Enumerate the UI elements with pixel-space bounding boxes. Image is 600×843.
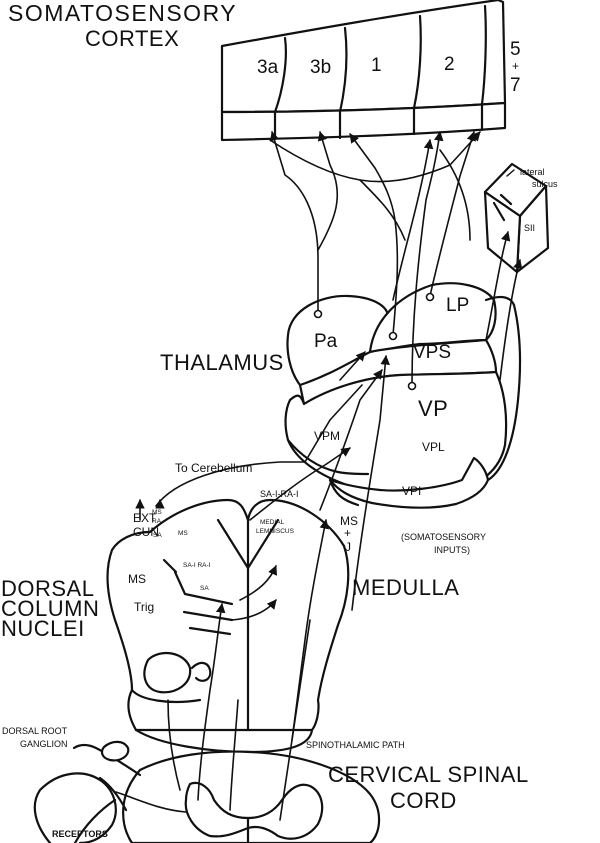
cortex-title-line1: SOMATOSENSORY (8, 2, 237, 25)
inner-sa-label: SA (200, 586, 209, 593)
spinal-cord-shape (35, 742, 379, 843)
cord-title-line2: CORD (390, 790, 457, 812)
medial-lemniscus-line1: MEDIAL (260, 520, 284, 527)
to-cerebellum-label: To Cerebellum (175, 462, 252, 474)
area-5-label: 5 (510, 40, 521, 59)
area-7-label: 7 (510, 76, 521, 95)
vps-to-area-1 (393, 140, 430, 300)
cortex-crossing-2 (360, 180, 405, 240)
area-1-label: 1 (371, 56, 382, 75)
area-plus-label: + (512, 60, 519, 72)
ms-j-line2: + (344, 527, 351, 539)
medulla-title: MEDULLA (352, 577, 459, 599)
ganglion (102, 742, 128, 761)
ms-j-line3: J (345, 541, 351, 553)
thalamus-title: THALAMUS (160, 352, 284, 374)
pa-to-cortex (272, 132, 318, 312)
ms-ra-line1: MS (152, 510, 162, 517)
vpm-label: VPM (314, 430, 340, 442)
vps-label: VPS (413, 343, 451, 362)
ms-label: MS (128, 573, 146, 585)
area-3a-label: 3a (257, 58, 278, 77)
vpi-label: VPI (402, 485, 421, 497)
sii-label: SII (524, 224, 535, 233)
lp-label: LP (446, 296, 469, 315)
ms-small-label: MS (178, 531, 188, 538)
area-2-label: 2 (444, 55, 455, 74)
area-3b-label: 3b (310, 58, 331, 77)
sa-small-label: SA (153, 533, 162, 540)
pa-label: Pa (314, 332, 337, 351)
medial-lemniscus-line2: LEMNISCUS (256, 529, 294, 536)
somatosensory-inputs-line1: (SOMATOSENSORY (401, 533, 486, 542)
cord-title-line1: CERVICAL SPINAL (328, 764, 529, 786)
ms-ra-line2: RA (152, 519, 161, 526)
drg-line1: DORSAL ROOT (2, 727, 67, 736)
vpl-label: VPL (422, 441, 445, 453)
cortex-crossing-1 (270, 132, 480, 182)
medulla-bottom-rim (136, 730, 312, 752)
lateral-sulcus-line1: lateral (520, 168, 545, 177)
cortex-top-face (222, 0, 505, 112)
inner-sa-ra-label: SA-I RA-I (183, 563, 210, 570)
somatosensory-inputs-line2: INPUTS) (434, 546, 470, 555)
cortex-title-line2: CORTEX (85, 28, 179, 50)
trig-label: Trig (134, 601, 154, 613)
pa-to-area-3b (318, 132, 337, 250)
receptors-label: RECEPTORS (52, 830, 108, 839)
lateral-sulcus-line2: sulcus (532, 180, 558, 189)
dcn-line3: NUCLEI (1, 618, 85, 640)
drg-line2: GANGLION (20, 740, 68, 749)
vp-label: VP (418, 398, 448, 420)
sa-ra-label: SA-I-RA-I (260, 490, 299, 499)
spinothalamic-label: SPINOTHALAMIC PATH (306, 741, 405, 750)
